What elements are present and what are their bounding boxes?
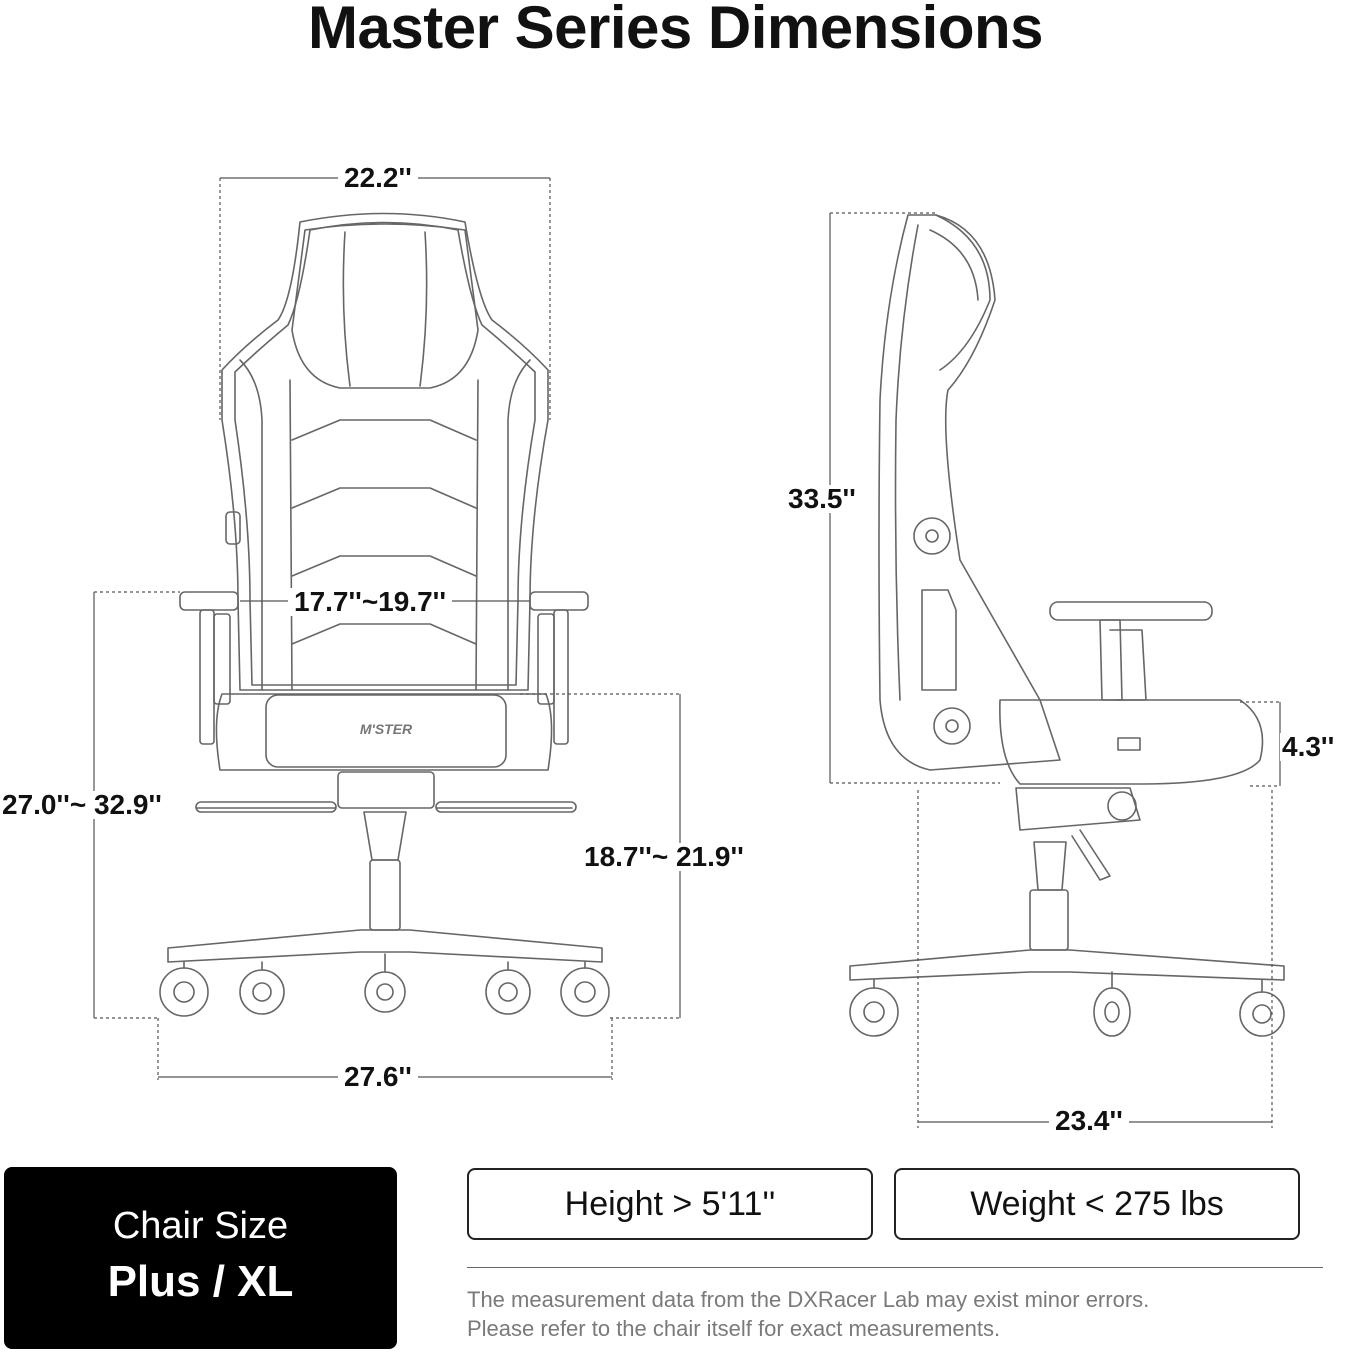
dim-base-width: 27.6'': [338, 1063, 418, 1091]
dim-cushion-thickness: 4.3'': [1280, 731, 1337, 762]
disclaimer-line-2: Please refer to the chair itself for exa…: [467, 1316, 1001, 1341]
dim-seat-height: 18.7''~ 21.9'': [578, 843, 750, 871]
chair-size-badge: Chair Size Plus / XL: [4, 1167, 397, 1349]
chair-size-label: Chair Size: [112, 1205, 289, 1247]
disclaimer-line-1: The measurement data from the DXRacer La…: [467, 1287, 1150, 1312]
side-chair-drawing: [849, 214, 1285, 1037]
front-chair-drawing: [159, 212, 610, 1017]
dim-armrest-height: 27.0''~ 32.9'': [0, 789, 164, 820]
page-title: Master Series Dimensions: [308, 0, 1043, 61]
weight-requirement: Weight < 275 lbs: [894, 1168, 1300, 1240]
divider: [467, 1267, 1323, 1268]
chair-size-value: Plus / XL: [107, 1257, 294, 1306]
dim-base-depth: 23.4'': [1049, 1107, 1129, 1135]
dim-backrest-height: 33.5'': [786, 483, 858, 514]
height-requirement: Height > 5'11'': [467, 1168, 873, 1240]
seat-logo: M'STER: [360, 721, 413, 737]
dim-backrest-width: 22.2'': [338, 164, 418, 192]
dim-seat-width: 17.7''~19.7'': [288, 588, 452, 616]
chair-dimension-diagram: M'STER: [93, 177, 1285, 1128]
disclaimer: The measurement data from the DXRacer La…: [467, 1285, 1347, 1343]
